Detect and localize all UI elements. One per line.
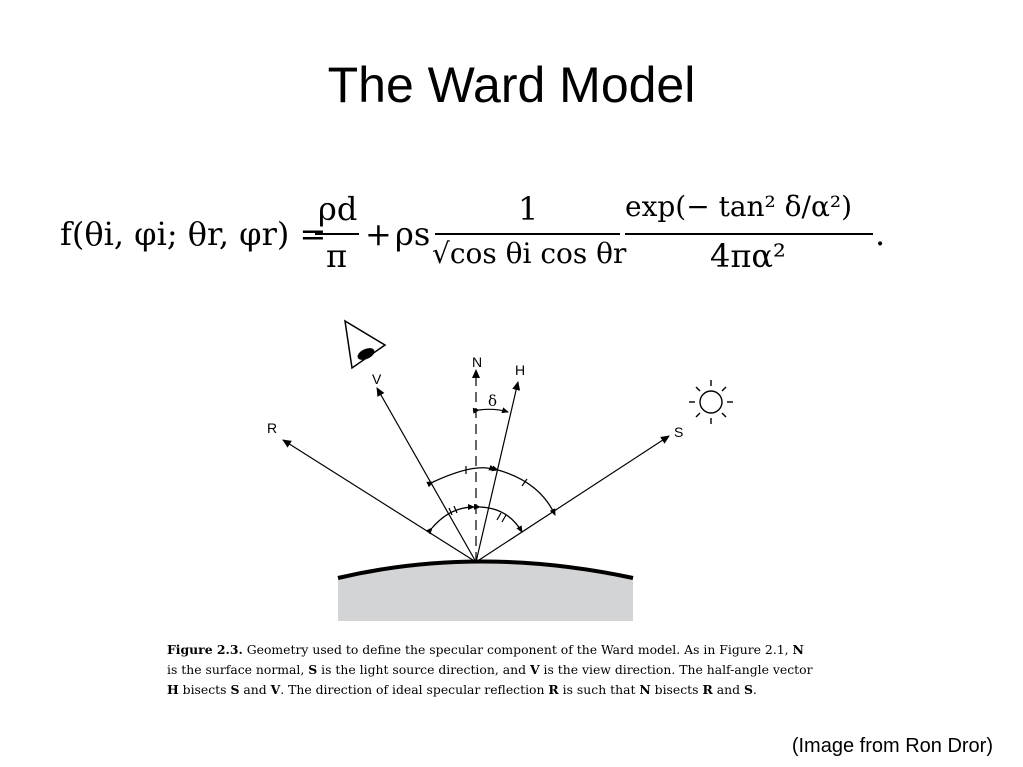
caption-bold-s: S	[308, 662, 318, 677]
formula-term2-numerator: 1	[518, 190, 539, 228]
slide-title: The Ward Model	[327, 57, 696, 113]
formula-term3-bar	[625, 233, 873, 235]
angle-arc-outer-left	[426, 464, 496, 488]
formula-term2-denominator: √cos θi cos θr	[432, 237, 627, 270]
formula-term1-numerator: ρd	[318, 190, 358, 228]
arc-tick	[501, 514, 507, 523]
caption-bold-s: S	[743, 682, 753, 697]
sun-icon	[689, 380, 733, 424]
formula-lhs: f(θi, φi; θr, φr) =	[60, 215, 327, 253]
caption-text: .	[752, 682, 757, 697]
caption-text: . The direction of ideal specular reflec…	[280, 682, 549, 697]
figure-caption: Figure 2.3. Geometry used to define the …	[167, 640, 847, 700]
surface-curve	[337, 559, 634, 580]
caption-text: is the light source direction, and	[317, 662, 530, 677]
formula-end-period: .	[875, 215, 886, 253]
label-r: R	[267, 420, 277, 436]
caption-figure-label: Figure 2.3.	[167, 642, 243, 657]
caption-bold-s: S	[230, 682, 240, 697]
caption-text: Geometry used to define the specular com…	[242, 642, 793, 657]
label-s: S	[674, 424, 683, 440]
angle-arc-inner-left	[425, 504, 475, 535]
label-delta: δ	[488, 392, 497, 410]
caption-bold-h: H	[167, 682, 179, 697]
ward-formula: f(θi, φi; θr, φr) = ρd π + ρs 1 √cos θi …	[60, 185, 960, 285]
image-credit: (Image from Ron Dror)	[791, 735, 993, 757]
angle-arc-inner-right	[473, 503, 523, 533]
caption-text: is such that	[558, 682, 640, 697]
formula-rho-s: ρs	[395, 215, 431, 253]
label-n: N	[472, 354, 482, 370]
light-vector-s	[475, 435, 670, 563]
caption-bold-n: N	[792, 642, 804, 657]
caption-bold-r: R	[548, 682, 559, 697]
formula-term2-bar	[435, 233, 620, 235]
angle-arc-outer-right	[491, 465, 556, 516]
arc-tick	[496, 512, 502, 521]
caption-text: bisects	[650, 682, 703, 697]
caption-text: and	[239, 682, 271, 697]
formula-plus: +	[365, 215, 392, 253]
caption-text: and	[712, 682, 744, 697]
surface-fill	[338, 561, 633, 621]
caption-text: bisects	[178, 682, 231, 697]
arc-tick	[521, 478, 528, 487]
formula-term1-bar	[315, 233, 359, 235]
caption-bold-n: N	[639, 682, 651, 697]
caption-bold-r: R	[702, 682, 713, 697]
caption-bold-v: V	[529, 662, 540, 677]
formula-term3-numerator: exp(− tan² δ/α²)	[625, 190, 853, 223]
formula-term1-denominator: π	[326, 237, 348, 275]
reflect-vector-r	[282, 439, 477, 563]
caption-bold-v: V	[270, 682, 281, 697]
label-h: H	[515, 362, 525, 378]
view-vector-v	[376, 387, 477, 563]
formula-term3-denominator: 4πα²	[710, 237, 786, 275]
caption-text: is the surface normal,	[167, 662, 309, 677]
delta-arc	[472, 407, 509, 414]
eye-icon	[344, 319, 387, 370]
label-v: V	[372, 371, 382, 387]
arc-tick	[453, 505, 458, 514]
caption-text: is the view direction. The half-angle ve…	[539, 662, 813, 677]
arc-tick	[448, 507, 453, 516]
